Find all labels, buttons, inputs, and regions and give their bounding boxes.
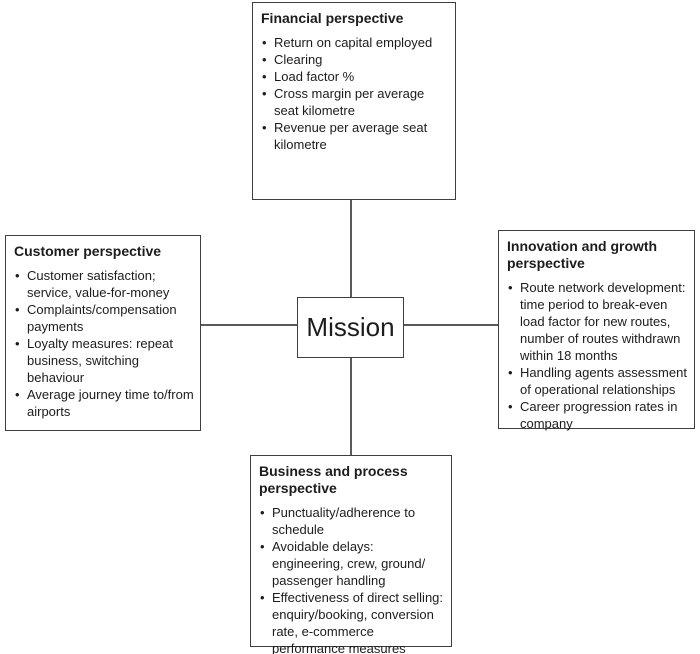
mission-label: Mission xyxy=(306,312,395,342)
list-item: Route network development: time period t… xyxy=(507,279,688,364)
business-process-perspective-title: Business and process perspective xyxy=(259,463,408,496)
list-item: Average journey time to/from airports xyxy=(14,386,194,420)
innovation-growth-perspective-list: Route network development: time period t… xyxy=(507,279,688,432)
innovation-growth-perspective-title: Innovation and growth perspective xyxy=(507,238,658,271)
customer-perspective-title: Customer perspective xyxy=(14,243,162,259)
list-item: Punctuality/adherence to schedule xyxy=(259,504,445,538)
customer-perspective-list: Customer satisfaction; service, value-fo… xyxy=(14,267,194,420)
list-item: Loyalty measures: repeat business, switc… xyxy=(14,335,194,386)
connector-left xyxy=(201,324,297,326)
financial-perspective-box: Financial perspective Return on capital … xyxy=(252,2,456,200)
list-item: Handling agents assessment of operationa… xyxy=(507,364,688,398)
innovation-growth-perspective-box: Innovation and growth perspective Route … xyxy=(498,230,695,432)
list-item: Revenue per average seat kilometre xyxy=(261,119,449,153)
list-item: Return on capital employed xyxy=(261,34,449,51)
list-item: Customer satisfaction; service, value-fo… xyxy=(14,267,194,301)
customer-perspective-box: Customer perspective Customer satisfacti… xyxy=(5,235,201,431)
financial-perspective-title: Financial perspective xyxy=(261,10,404,26)
list-item: Avoidable delays: engineering, crew, gro… xyxy=(259,538,445,589)
list-item: Clearing xyxy=(261,51,449,68)
list-item: Effectiveness of direct selling: enquiry… xyxy=(259,589,445,654)
list-item: Complaints/compensation payments xyxy=(14,301,194,335)
mission-box: Mission xyxy=(297,297,404,358)
financial-perspective-list: Return on capital employed Clearing Load… xyxy=(261,34,449,153)
connector-right xyxy=(404,324,498,326)
connector-bottom xyxy=(350,358,352,455)
list-item: Cross margin per average seat kilometre xyxy=(261,85,449,119)
business-process-perspective-box: Business and process perspective Punctua… xyxy=(250,455,452,654)
list-item: Career progression rates in company xyxy=(507,398,688,432)
connector-top xyxy=(350,200,352,297)
business-process-perspective-list: Punctuality/adherence to schedule Avoida… xyxy=(259,504,445,654)
list-item: Load factor % xyxy=(261,68,449,85)
